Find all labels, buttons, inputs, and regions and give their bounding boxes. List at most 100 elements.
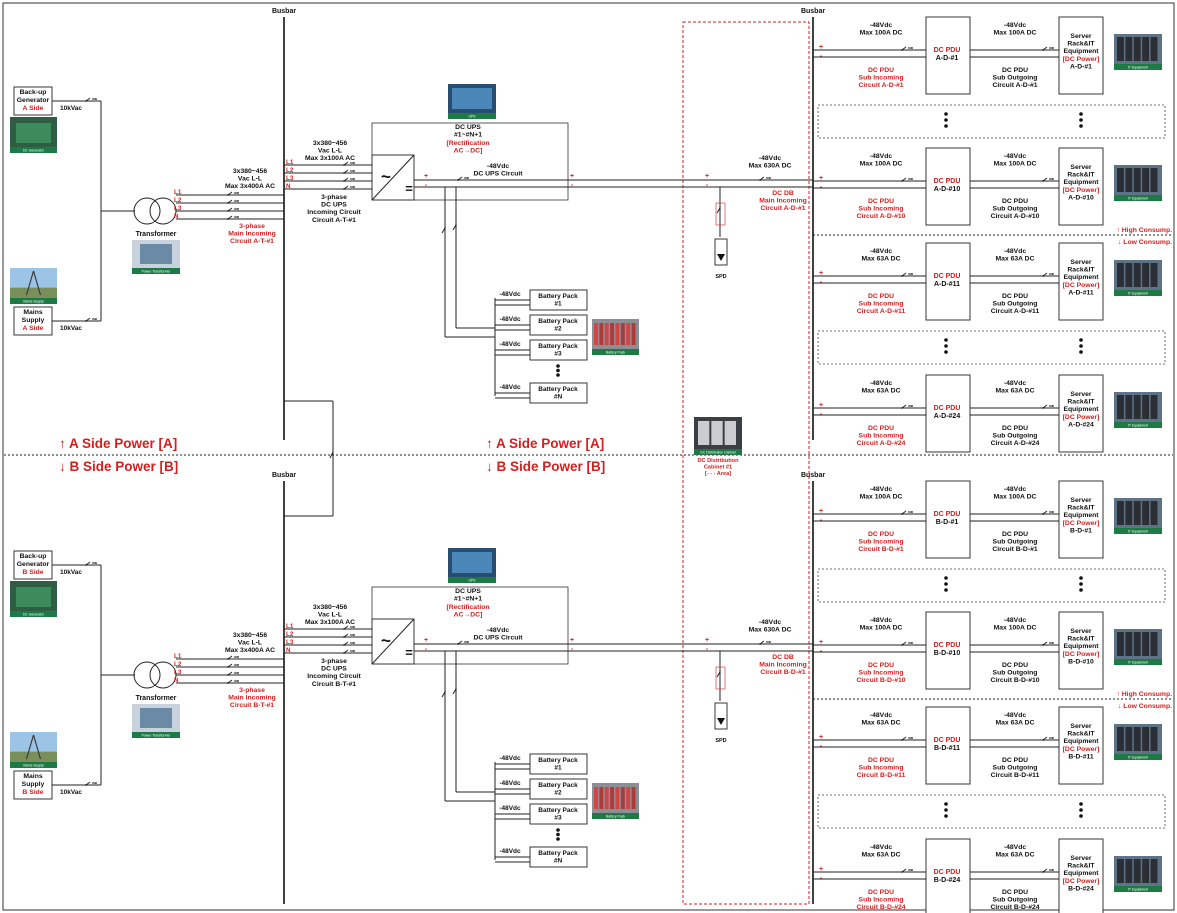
b-ups-phase-label: L2 bbox=[286, 631, 294, 638]
b-rectifier-ac-symbol: ~ bbox=[381, 631, 391, 650]
b-pdu-incoming-label-line: DC PDU bbox=[868, 531, 894, 538]
a-pdu-plus: + bbox=[819, 402, 823, 409]
a-ups-rating-line: Vac L-L bbox=[318, 148, 342, 155]
a-pdu-box bbox=[925, 242, 971, 321]
b-ups-incoming-label-line: 3-phase bbox=[321, 658, 347, 665]
b-battery-ellipsis bbox=[556, 832, 560, 837]
a-pdu-outgoing-label-line: Circuit A-D-#24 bbox=[991, 440, 1040, 447]
a-pdu-out-rating-line: Max 63A DC bbox=[995, 256, 1034, 263]
a-battery-voltage: -48Vdc bbox=[499, 384, 521, 391]
gen-body bbox=[16, 123, 51, 143]
breaker-contact bbox=[237, 656, 239, 658]
a-battery-thumbnail: Battery Pack bbox=[592, 319, 639, 355]
a-it-thumbnail-caption: IT Equipment bbox=[1128, 197, 1148, 201]
b-server-id: B-D-#10 bbox=[1068, 658, 1094, 665]
b-ups-title-line: #1~#N+1 bbox=[454, 596, 482, 603]
b-it-thumbnail-caption-bar bbox=[1114, 886, 1162, 892]
b-gen-voltage: 10kVac bbox=[60, 569, 82, 576]
a-pdu-incoming-label-line: DC PDU bbox=[868, 425, 894, 432]
a-server-label-line: Rack&IT bbox=[1067, 399, 1095, 406]
breaker-contact bbox=[85, 784, 87, 786]
breaker-contact bbox=[769, 177, 771, 179]
b-ac-rating-line: Max 3x400A AC bbox=[225, 647, 275, 654]
breaker-contact bbox=[237, 672, 239, 674]
a-server-label-line: Equipment bbox=[1063, 179, 1099, 186]
b-pdu-plus: + bbox=[819, 639, 823, 646]
breaker-contact bbox=[719, 207, 721, 209]
b-pdu-in-rating-line: Max 100A DC bbox=[860, 625, 903, 632]
b-ac-busbar-label: Busbar bbox=[272, 472, 296, 479]
a-pdu-outgoing-label-line: DC PDU bbox=[1002, 293, 1028, 300]
battery-cell bbox=[599, 323, 604, 345]
breaker-contact bbox=[227, 666, 229, 668]
a-server-id: A-D-#10 bbox=[1068, 194, 1094, 201]
b-ac-rating-line: Vac L-L bbox=[238, 640, 262, 647]
b-phase-label: L1 bbox=[174, 653, 182, 660]
a-more-pdus-box bbox=[817, 330, 1166, 365]
rack-unit bbox=[1133, 501, 1141, 525]
b-battery-thumbnail-caption-bar bbox=[592, 813, 639, 819]
b-pdu-out-rating-line: -48Vdc bbox=[1004, 712, 1027, 719]
battery-cell bbox=[620, 323, 625, 345]
a-polarity-minus: - bbox=[425, 182, 428, 189]
b-ups-phase-label: L3 bbox=[286, 639, 294, 646]
a-pdu-in-rating-line: -48Vdc bbox=[870, 22, 893, 29]
b-server-label-line: Equipment bbox=[1063, 512, 1099, 519]
b-pdu-minus: - bbox=[820, 743, 823, 750]
breaker-contact bbox=[343, 644, 345, 646]
breaker-contact bbox=[343, 172, 345, 174]
b-pdu-outgoing-label-line: DC PDU bbox=[1002, 757, 1028, 764]
a-pdu-outgoing-label-line: Circuit A-D-#10 bbox=[991, 213, 1040, 220]
breaker-contact bbox=[353, 626, 355, 628]
breaker-contact bbox=[85, 320, 87, 322]
b-more-servers-dot bbox=[1079, 814, 1083, 818]
b-battery-voltage: -48Vdc bbox=[499, 755, 521, 762]
breaker-contact bbox=[719, 671, 721, 673]
b-pdu-box bbox=[925, 480, 971, 559]
b-ups-incoming-label-line: Circuit B-T-#1 bbox=[312, 681, 356, 688]
b-server-label-line: Server bbox=[1070, 855, 1092, 862]
breaker-contact bbox=[901, 180, 903, 182]
b-more-servers-dot bbox=[1079, 802, 1083, 806]
b-generator-thumbnail-caption-bar bbox=[10, 611, 57, 617]
battery-cell bbox=[594, 787, 598, 809]
rack-unit bbox=[1125, 263, 1133, 287]
b-pdu-minus: - bbox=[820, 648, 823, 655]
b-it-thumbnail: IT Equipment bbox=[1114, 629, 1162, 665]
b-pdu-outgoing-label-line: Circuit B-D-#10 bbox=[990, 677, 1039, 684]
rack-unit bbox=[1133, 37, 1141, 61]
rack-unit bbox=[1142, 727, 1150, 751]
b-mains-thumbnail-caption-bar bbox=[10, 762, 57, 768]
b-server-label-line: [DC Power] bbox=[1063, 520, 1100, 527]
b-main-incoming-label-line: Circuit B-T-#1 bbox=[230, 702, 274, 709]
a-pdu-box bbox=[925, 147, 971, 226]
battery-cell bbox=[631, 787, 636, 809]
b-pdu-incoming-label-line: DC PDU bbox=[868, 662, 894, 669]
rack-unit bbox=[1133, 727, 1141, 751]
a-server-label-line: [DC Power] bbox=[1063, 56, 1100, 63]
a-server-label-line: Equipment bbox=[1063, 274, 1099, 281]
a-main-incoming-label-line: Main Incoming bbox=[228, 231, 276, 238]
breaker-contact bbox=[911, 642, 913, 644]
b-db-label-line: DC DB bbox=[772, 654, 794, 661]
a-generator-thumbnail-caption-bar bbox=[10, 147, 57, 153]
a-pdu-outgoing-label-line: DC PDU bbox=[1002, 425, 1028, 432]
a-server-label-line: Rack&IT bbox=[1067, 172, 1095, 179]
a-pdu-incoming-label-line: Circuit A-D-#10 bbox=[857, 213, 906, 220]
b-db-rating-line: -48Vdc bbox=[759, 619, 782, 626]
b-pdu-incoming-label-line: Circuit B-D-#10 bbox=[856, 677, 905, 684]
breaker-contact bbox=[237, 664, 239, 666]
battery-cell bbox=[626, 323, 631, 345]
b-pdu-out-rating-line: -48Vdc bbox=[1004, 486, 1027, 493]
a-ac-busbar-label: Busbar bbox=[272, 8, 296, 15]
a-it-thumbnail-caption: IT Equipment bbox=[1128, 292, 1148, 296]
b-pdu-plus: + bbox=[819, 734, 823, 741]
breaker-contact bbox=[901, 644, 903, 646]
a-ups-panel bbox=[371, 122, 569, 201]
a-pdu-minus: - bbox=[820, 53, 823, 60]
a-battery-thumbnail-caption-bar bbox=[592, 349, 639, 355]
breaker-contact bbox=[1052, 737, 1054, 739]
battery-cell bbox=[615, 323, 620, 345]
b-battery-pack-label-line: Battery Pack bbox=[538, 757, 578, 764]
b-more-servers-dot bbox=[1079, 576, 1083, 580]
